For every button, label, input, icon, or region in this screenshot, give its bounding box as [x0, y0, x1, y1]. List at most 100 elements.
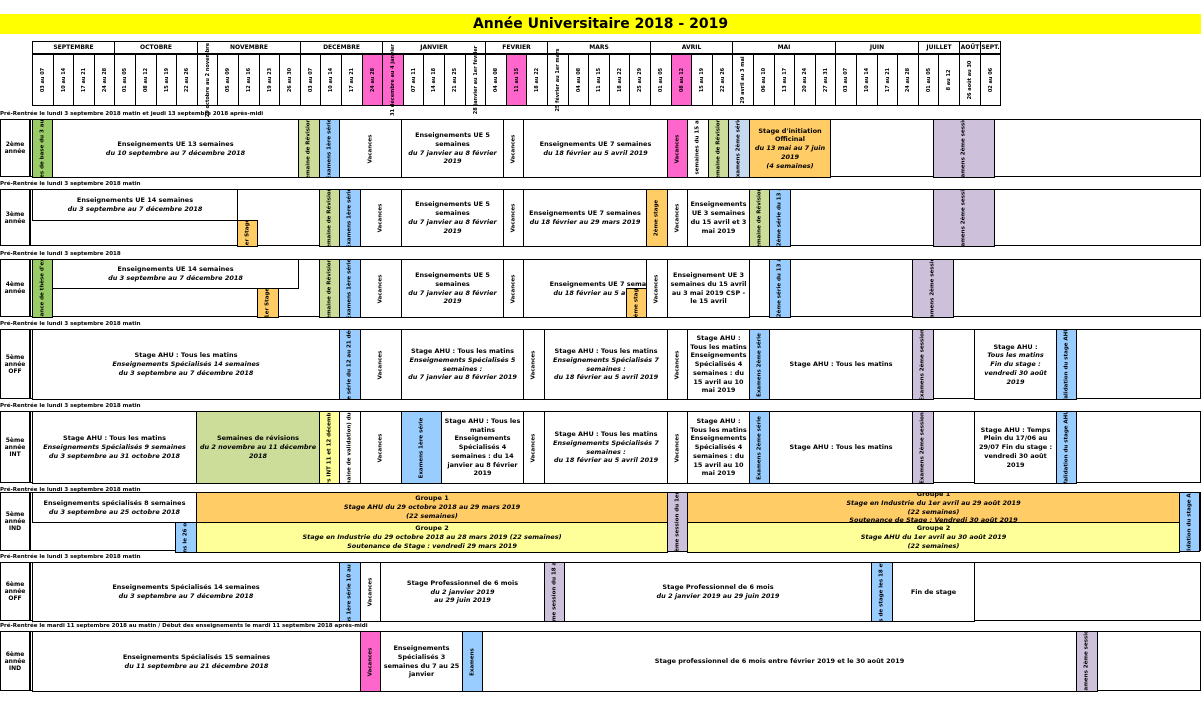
calendar-block: 1er Stage — [237, 220, 258, 247]
calendar-block: Examens 2ème série — [728, 119, 750, 178]
block-label: CSP - 24 juin Examens 2ème session 24 au… — [930, 260, 937, 317]
week-label: 26 août au 30 — [967, 60, 973, 100]
block-label: (4 semaines) — [766, 161, 814, 170]
prerentree-note: Pré-Rentrée le lundi 3 septembre 2018 ma… — [0, 111, 264, 117]
block-label: du 3 septembre au 25 octobre 2018 — [48, 507, 181, 516]
block-label: Tous les matins — [987, 351, 1044, 360]
week-header-cell: 06 au 10 — [753, 54, 775, 106]
week-header-cell: 22 au 26 — [712, 54, 733, 106]
week-label: 26 au 30 — [287, 67, 293, 93]
block-label: du 7 janvier au 8 février 2019 — [408, 373, 517, 382]
calendar-block: CSP - 24 juin Examens 2ème session 24 au… — [912, 259, 954, 318]
week-header-cell: 15 au 19 — [156, 54, 177, 106]
calendar-block: Vacances — [503, 119, 524, 178]
block-label: du 18 février au 5 avril 2019 — [553, 288, 658, 297]
block-label: (22 semaines) — [907, 507, 960, 516]
week-header-cell: 03 au 07 — [835, 54, 857, 106]
week-header-cell: 17 au 21 — [341, 54, 363, 106]
calendar-block: Vacances — [360, 411, 402, 484]
week-label: 24 au 28 — [369, 67, 376, 93]
block-label: Stage AHU : Tous les matins Enseignement… — [444, 416, 521, 478]
block-label: du 18 février au 5 avril 2019 — [543, 148, 648, 157]
month-11: AOÛT — [959, 41, 981, 54]
month-2: NOVEMBRE — [197, 41, 301, 54]
block-label: Enseignements UE 5 semaines — [415, 270, 490, 288]
block-label: Enseignements Spécialisés 7 semaines : — [553, 438, 659, 456]
block-label: du 7 janvier au 8 février 2019 — [408, 148, 497, 166]
block-label: Examens 1ère série du 12 au 21 décembre … — [347, 330, 354, 399]
calendar-block: Examens 1ère série 10 au 21 déc. — [339, 562, 361, 622]
week-header-cell: 28 janvier au 1er février — [465, 46, 486, 114]
block-label: Enseignements UE 13 semaines — [117, 139, 234, 148]
calendar-block: Vacances — [503, 259, 524, 318]
week-header-cell: 05 au 09 — [217, 54, 239, 106]
prerentree-note: Pré-Rentrée le lundi 3 septembre 2018 ma… — [0, 321, 141, 327]
calendar-block: Semaine de Révisions — [749, 189, 770, 247]
calendar-block: TP Gestes de base du 3 au 7 sept. — [32, 119, 53, 178]
month-8: MAI — [732, 41, 836, 54]
calendar-block: Vacances — [646, 259, 668, 318]
week-header-cell: 04 au 08 — [568, 54, 589, 106]
calendar-block: Examens 2ème série — [749, 329, 770, 400]
block-label: du 13 mai au 7 juin 2019 — [754, 144, 826, 161]
week-label: 01 au 05 — [122, 67, 128, 93]
block-label: Semaines de révisions — [216, 434, 300, 443]
calendar-block: Examens 1ère série — [401, 411, 442, 484]
prerentree-note: Pré-Rentrée le mardi 11 septembre 2018 a… — [0, 623, 368, 629]
calendar-block: Validation du stage AHU — [1056, 411, 1077, 484]
block-label: du 2 janvier 2019 — [430, 587, 495, 596]
block-label: Stage AHU : Tous les matins — [411, 346, 514, 355]
block-label: Enseignements UE 7 semaines — [529, 209, 641, 218]
week-header-cell: 18 au 22 — [526, 54, 548, 106]
block-label: Stage d'initiation Officinal — [758, 126, 822, 144]
calendar-block: Examens — [462, 631, 483, 692]
block-label: Soutenance de Stage : vendredi 29 mars 2… — [347, 541, 517, 550]
calendar-block: Vacances — [667, 329, 688, 400]
block-label: au 29 juin 2019 — [434, 596, 491, 605]
block-label: Enseignements Spécialisés 7 semaines : — [553, 355, 659, 373]
block-label: Groupe 1 — [415, 494, 449, 503]
week-header-cell: 08 au 12 — [671, 54, 692, 106]
week-header-cell: 18 au 22 — [609, 54, 630, 106]
week-label: 13 au 17 — [781, 67, 788, 93]
week-label: 14 au 18 — [431, 67, 437, 93]
block-label: Semaine de Révisions — [326, 259, 333, 318]
week-label: 15 au 19 — [699, 67, 705, 93]
week-label: 20 au 24 — [802, 67, 808, 93]
week-label: 01 au 05 — [925, 67, 932, 93]
block-label: Examens 2ème série du 13 au 24 mai — [776, 259, 783, 318]
week-label: 22 au 26 — [719, 67, 726, 93]
block-label: Enseignements UE 5 semaines — [415, 200, 490, 218]
block-label: Enseignements UE 7 semaines — [539, 139, 652, 148]
block-label: Vacances — [367, 134, 374, 163]
year-label: 2ème année — [0, 119, 30, 177]
block-label: Fin du stage : — [990, 360, 1041, 369]
block-label: Examens 2ème série — [756, 415, 763, 480]
week-label: 03 au 07 — [307, 67, 314, 93]
week-header-cell: 19 au 23 — [259, 54, 280, 106]
week-label: 15 au 19 — [163, 67, 170, 93]
calendar-block: Semaine de Révisions — [319, 259, 340, 318]
month-3: DECEMBRE — [300, 41, 383, 54]
calendar-block: 1er Stage — [257, 288, 279, 318]
block-label: Enseignements UE 14 semaines — [117, 265, 234, 274]
month-4: JANVIER — [382, 41, 486, 54]
block-label: Examens — [469, 647, 476, 676]
block-label: Enseignements UE 3 semaines du 15 avril … — [690, 200, 747, 235]
month-7: AVRIL — [650, 41, 733, 54]
calendar-block: Stage AHU : Tous les matins Enseignement… — [687, 411, 750, 484]
block-label: Vacances — [530, 433, 537, 462]
block-label: Vacances — [674, 203, 681, 233]
week-label: 08 au 12 — [143, 67, 149, 93]
calendar-block: Fin de stage — [892, 562, 975, 622]
week-header-cell: 29 avril au 3 mai — [732, 54, 754, 106]
calendar-block: Stage AHU : Tous les matins Enseignement… — [687, 329, 750, 400]
block-label: du 18 février au 5 avril 2019 — [553, 456, 659, 465]
week-header-cell: 01 au 05 — [114, 54, 136, 106]
block-label: 2ème stage — [633, 288, 640, 318]
